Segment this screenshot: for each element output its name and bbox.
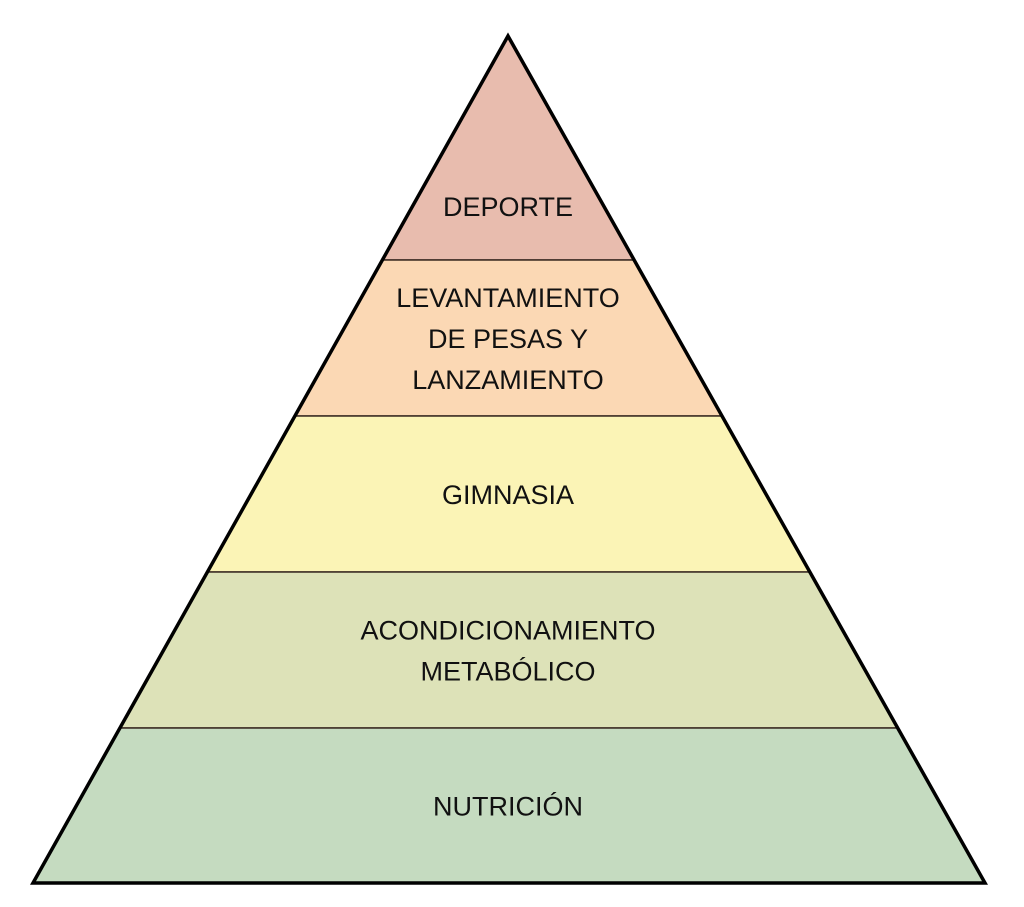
pyramid-level-nutricion: NUTRICIÓN (31, 727, 987, 884)
level-label: GIMNASIA (442, 480, 574, 510)
level-label: METABÓLICO (420, 656, 595, 687)
level-shape (381, 34, 636, 261)
level-shape (118, 571, 899, 729)
level-label: DE PESAS Y (428, 324, 588, 354)
pyramid-level-deporte: DEPORTE (381, 34, 636, 261)
level-label: ACONDICIONAMIENTO (360, 616, 655, 646)
pyramid-outline (30, 32, 988, 885)
level-label: LANZAMIENTO (412, 365, 604, 395)
pyramid-level-gimnasia: GIMNASIA (206, 415, 812, 573)
level-label: NUTRICIÓN (433, 791, 583, 822)
pyramid-level-levantamiento: LEVANTAMIENTO DE PESAS Y LANZAMIENTO (293, 259, 724, 417)
level-label: DEPORTE (443, 192, 573, 222)
pyramid-level-acondicionamiento: ACONDICIONAMIENTO METABÓLICO (118, 571, 899, 729)
level-label: LEVANTAMIENTO (396, 283, 620, 313)
